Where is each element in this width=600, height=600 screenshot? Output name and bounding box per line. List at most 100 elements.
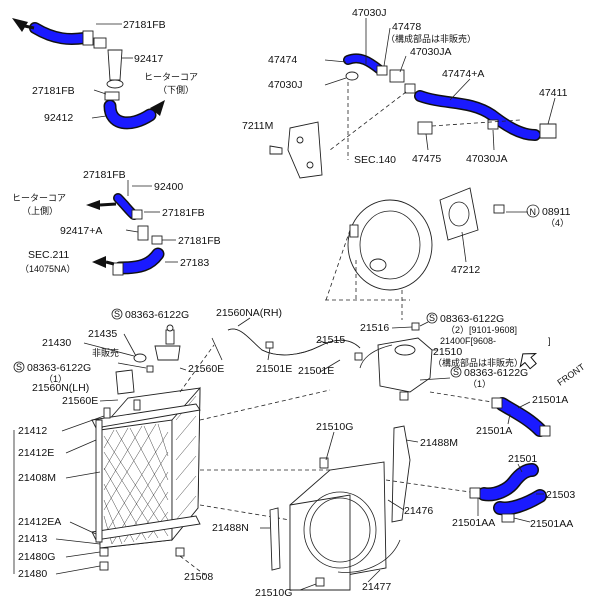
label-21435: 21435 [88, 328, 117, 340]
pipe-92417a [137, 225, 149, 241]
label-47474: 47474 [268, 54, 297, 66]
pipe-92417 [107, 49, 123, 81]
label-sec211: SEC.211 [28, 249, 69, 261]
label-21501e-b: 21501E [298, 365, 334, 377]
label-s-prefix-left: S [16, 362, 22, 372]
front-arrow-icon [519, 353, 538, 370]
label-s-prefix-right2: S [453, 367, 459, 377]
hose-clamp [82, 30, 94, 46]
label-21480g: 21480G [18, 551, 55, 563]
brake-booster [347, 199, 433, 291]
label-21412ea: 21412EA [18, 516, 61, 528]
label-heater-upper-sub: （上側） [22, 205, 58, 217]
arrow-left-icon [86, 200, 100, 210]
label-21501a-a: 21501A [532, 394, 568, 406]
radiator-core [91, 344, 331, 576]
label-7211m: 7211M [242, 120, 273, 132]
label-21480: 21480 [18, 568, 47, 580]
radiator-hose-group [385, 391, 551, 523]
shroud-upper-21488m [391, 425, 411, 523]
label-21560na: 21560NA(RH) [216, 307, 282, 319]
valve-47478 [389, 69, 405, 83]
label-47411: 47411 [539, 87, 568, 99]
label-47478-note: （構成部品は非販売） [386, 33, 476, 45]
heater-hose-lower-group [12, 18, 165, 130]
label-27181fb-a: 27181FB [123, 19, 166, 31]
label-21510g-top: 21510G [316, 421, 353, 433]
vacuum-hose-group [324, 18, 557, 160]
label-92412: 92412 [44, 112, 73, 124]
label-21501aa-b: 21501AA [530, 518, 573, 530]
overflow-hose-group [211, 317, 361, 373]
label-27183: 27183 [180, 257, 209, 269]
booster-group [269, 121, 528, 320]
label-08363-right2: 08363-6122G [464, 367, 528, 379]
shroud-lower-21488n [269, 507, 281, 571]
label-47474a: 47474+A [442, 68, 484, 80]
label-08363-left: 08363-6122G [27, 362, 91, 374]
label-47475: 47475 [412, 153, 441, 165]
label-21560n: 21560N(LH) [32, 382, 89, 394]
label-21515: 21515 [316, 334, 345, 346]
label-21488n: 21488N [212, 522, 249, 534]
label-21400f-end: ] [548, 336, 551, 346]
label-92400: 92400 [154, 181, 183, 193]
heater-hose-upper-group [86, 180, 178, 276]
label-front: FRONT [555, 361, 587, 387]
label-heater-lower-sub: （下側） [158, 84, 194, 96]
label-92417-a: 92417 [134, 53, 163, 65]
arrow-right-icon [150, 100, 165, 116]
fan-shroud [260, 425, 419, 591]
label-heater-upper: ヒーターコア [12, 193, 66, 204]
radiator-cap-bracket-group [83, 324, 187, 402]
label-heater-lower: ヒーターコア [144, 72, 198, 83]
label-27181fb-e: 27181FB [178, 235, 221, 247]
label-21488m: 21488M [420, 437, 458, 449]
label-s-prefix-topleft: S [114, 309, 120, 319]
gasket-47212 [439, 187, 479, 241]
label-08363-left-sub: （1） [44, 374, 67, 384]
label-21510g-bot: 21510G [255, 587, 292, 599]
label-47030ja-top: 47030JA [410, 46, 451, 58]
label-47030j-top: 47030J [352, 7, 386, 19]
arrow-left-icon [92, 256, 106, 268]
label-27181fb-b: 27181FB [32, 85, 75, 97]
radiator-lower-tank [91, 515, 201, 541]
label-47212: 47212 [451, 264, 480, 276]
label-21560e-r: 21560E [188, 363, 224, 375]
label-08911-sub: （4） [546, 218, 569, 228]
label-92417a: 92417+A [60, 225, 102, 237]
label-27181fb-c: 27181FB [83, 169, 126, 181]
label-sec140: SEC.140 [354, 154, 396, 166]
label-21430: 21430 [42, 337, 71, 349]
label-08363-topleft: 08363-6122G [125, 309, 189, 321]
label-21501: 21501 [508, 453, 537, 465]
label-21510-note: （構成部品は非販売） [433, 357, 523, 369]
label-21508: 21508 [184, 571, 213, 583]
bracket-47411 [539, 123, 557, 139]
label-08363-right2-sub: （1） [468, 379, 491, 389]
label-21501aa-a: 21501AA [452, 517, 495, 529]
label-47478: 47478 [392, 21, 421, 33]
label-21503: 21503 [546, 489, 575, 501]
label-27181fb-d: 27181FB [162, 207, 205, 219]
label-21400f: 21400F[9608- [440, 336, 496, 346]
label-21501e-a: 21501E [256, 363, 292, 375]
label-21408m: 21408M [18, 472, 56, 484]
label-21412: 21412 [18, 425, 47, 437]
label-21501a-b: 21501A [476, 425, 512, 437]
reservoir-tank [377, 337, 433, 393]
label-21510: 21510 [433, 346, 462, 358]
label-21560e-l: 21560E [62, 395, 98, 407]
label-21477: 21477 [362, 581, 391, 593]
label-s-prefix-right: S [429, 313, 435, 323]
label-21413: 21413 [18, 533, 47, 545]
label-sec211-sub: （14075NA） [20, 264, 76, 274]
reservoir-group [354, 321, 451, 401]
radiator-upper-tank [91, 403, 201, 429]
label-47030ja-mid: 47030JA [466, 153, 507, 165]
label-08363-right-sub: （2）[9101-9608] [446, 325, 517, 335]
label-21516: 21516 [360, 322, 389, 334]
bracket-7211m [287, 121, 323, 179]
